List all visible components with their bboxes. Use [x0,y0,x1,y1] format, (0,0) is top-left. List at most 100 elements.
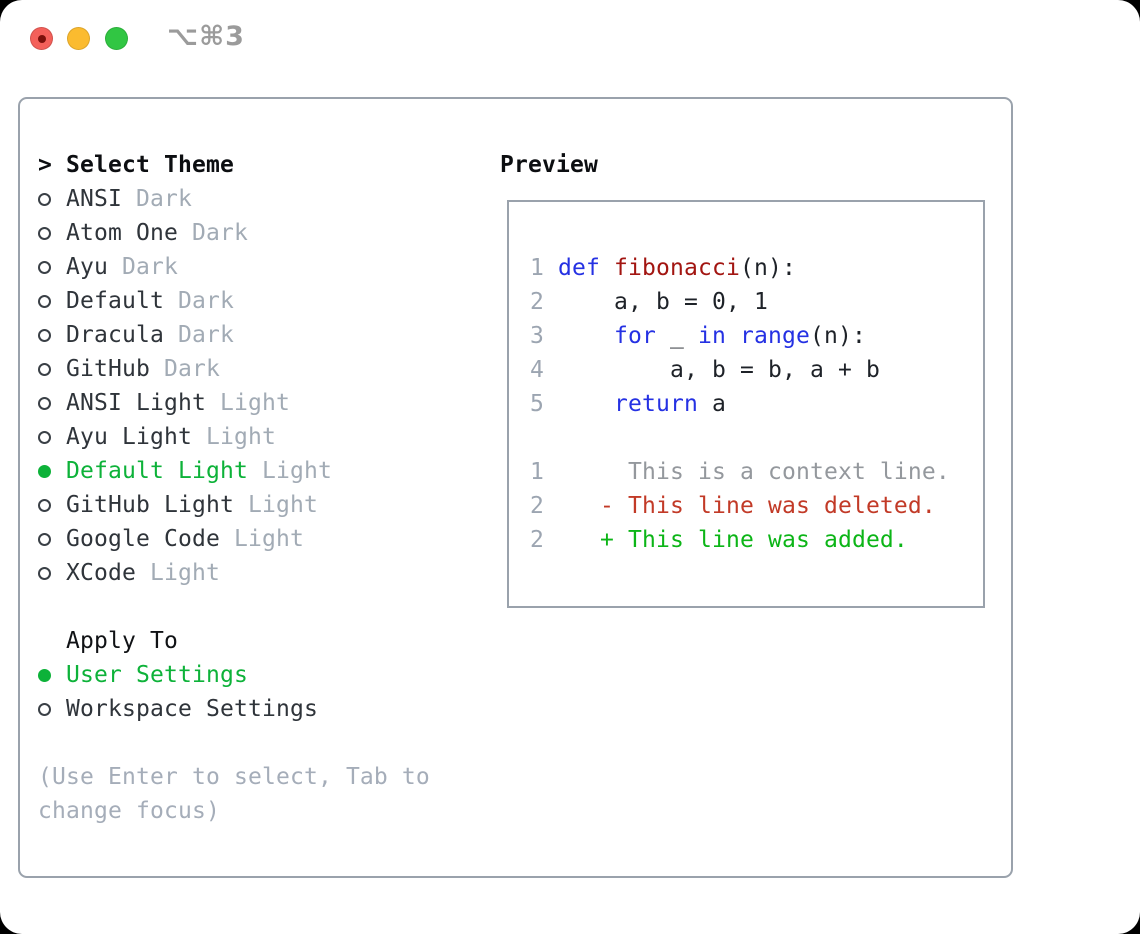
line-number: 1 [530,459,544,485]
code-line: 3 for _ in range(n): [530,319,983,353]
keyboard-shortcut-label: ⌥⌘3 [167,21,245,52]
code-segment-keyword: range [740,323,810,349]
preview-title: Preview [500,152,598,178]
theme-option-github-light-light[interactable]: GitHub Light Light [38,488,430,522]
line-number: 2 [530,493,544,519]
theme-variant-tag: Light [219,526,304,552]
radio-icon [38,328,66,342]
code-segment-plain [558,387,614,421]
theme-name: Ayu Light [66,424,192,450]
line-number: 2 [530,289,544,315]
theme-option-google-code-light[interactable]: Google Code Light [38,522,430,556]
line-number: 4 [530,357,544,383]
theme-variant-tag: Dark [163,322,234,348]
theme-name: Atom One [66,220,178,246]
code-segment-plain: (n): [810,323,866,349]
radio-icon [38,396,66,410]
minimize-button[interactable] [67,27,90,50]
code-line: 1 This is a context line. [530,455,983,489]
theme-option-xcode-light[interactable]: XCode Light [38,556,430,590]
hint-text: (Use Enter to select, Tab to change focu… [38,760,430,828]
apply-option-label: Workspace Settings [66,696,318,722]
code-segment-plain: a, b = 0, 1 [558,289,768,315]
line-number: 1 [530,255,544,281]
theme-name: GitHub [66,356,150,382]
close-button[interactable] [30,27,53,50]
code-segment-keyword: return [614,391,698,417]
radio-icon [38,566,66,580]
code-segment-context: This is a context line. [558,459,950,485]
line-number: 3 [530,323,544,349]
theme-variant-tag: Light [247,458,332,484]
theme-option-ayu-dark[interactable]: Ayu Dark [38,250,430,284]
radio-icon [38,226,66,240]
theme-option-default-dark[interactable]: Default Dark [38,284,430,318]
code-segment-added: + This line was added. [558,527,908,553]
radio-icon [38,260,66,274]
radio-selected-icon [38,668,66,682]
code-segment-plain: a, b = b, a + b [558,357,880,383]
radio-icon [38,430,66,444]
theme-option-default-light-light[interactable]: Default Light Light [38,454,430,488]
code-segment-keyword: in [698,323,726,349]
radio-icon [38,532,66,546]
theme-name: ANSI [66,186,122,212]
theme-variant-tag: Light [136,560,220,586]
theme-option-atom-one-dark[interactable]: Atom One Dark [38,216,430,250]
select-theme-title: Select Theme [66,152,234,178]
theme-name: Default [66,288,164,314]
line-number: 5 [530,391,544,417]
code-segment-plain: (n): [739,255,796,281]
hint-line: change focus) [38,798,220,824]
hint-line: (Use Enter to select, Tab to [38,764,430,790]
theme-name: GitHub Light [66,492,234,518]
code-line [530,421,983,455]
unsaved-changes-dot-icon [38,35,46,43]
line-number [530,421,544,455]
code-segment-keyword: for [614,323,656,349]
theme-option-ansi-light-light[interactable]: ANSI Light Light [38,386,430,420]
code-line: 2 - This line was deleted. [530,489,983,523]
theme-option-dracula-dark[interactable]: Dracula Dark [38,318,430,352]
apply-to-header: Apply To [38,624,430,658]
theme-option-ayu-light-light[interactable]: Ayu Light Light [38,420,430,454]
theme-name: Dracula [66,322,164,348]
code-segment-plain [726,319,740,353]
theme-variant-tag: Dark [177,220,248,246]
theme-variant-tag: Light [233,492,318,518]
select-theme-header: > Select Theme [38,148,430,182]
apply-option-user-settings[interactable]: User Settings [38,658,430,692]
theme-option-github-dark[interactable]: GitHub Dark [38,352,430,386]
code-segment-deleted: - This line was deleted. [558,493,936,519]
code-segment-plain: _ [656,323,698,349]
zoom-button[interactable] [105,27,128,50]
theme-variant-tag: Dark [122,186,192,212]
apply-option-workspace-settings[interactable]: Workspace Settings [38,692,430,726]
code-segment-keyword: def [558,255,614,281]
theme-variant-tag: Dark [108,254,178,280]
code-line: 2 a, b = 0, 1 [530,285,983,319]
radio-icon [38,702,66,716]
code-segment-plain: a [697,391,726,417]
code-segment-plain [558,319,614,353]
theme-variant-tag: Dark [163,288,234,314]
radio-icon [38,362,66,376]
code-line: 4 a, b = b, a + b [530,353,983,387]
theme-name: Google Code [66,526,220,552]
radio-icon [38,498,66,512]
theme-variant-tag: Dark [149,356,220,382]
theme-name: XCode [66,560,136,586]
radio-selected-icon [38,464,66,478]
code-line: 5 return a [530,387,983,421]
prompt-icon: > [38,152,52,178]
apply-option-label: User Settings [66,662,248,688]
theme-option-ansi-dark[interactable]: ANSI Dark [38,182,430,216]
code-line: 2 + This line was added. [530,523,983,557]
apply-to-title: Apply To [66,628,178,654]
